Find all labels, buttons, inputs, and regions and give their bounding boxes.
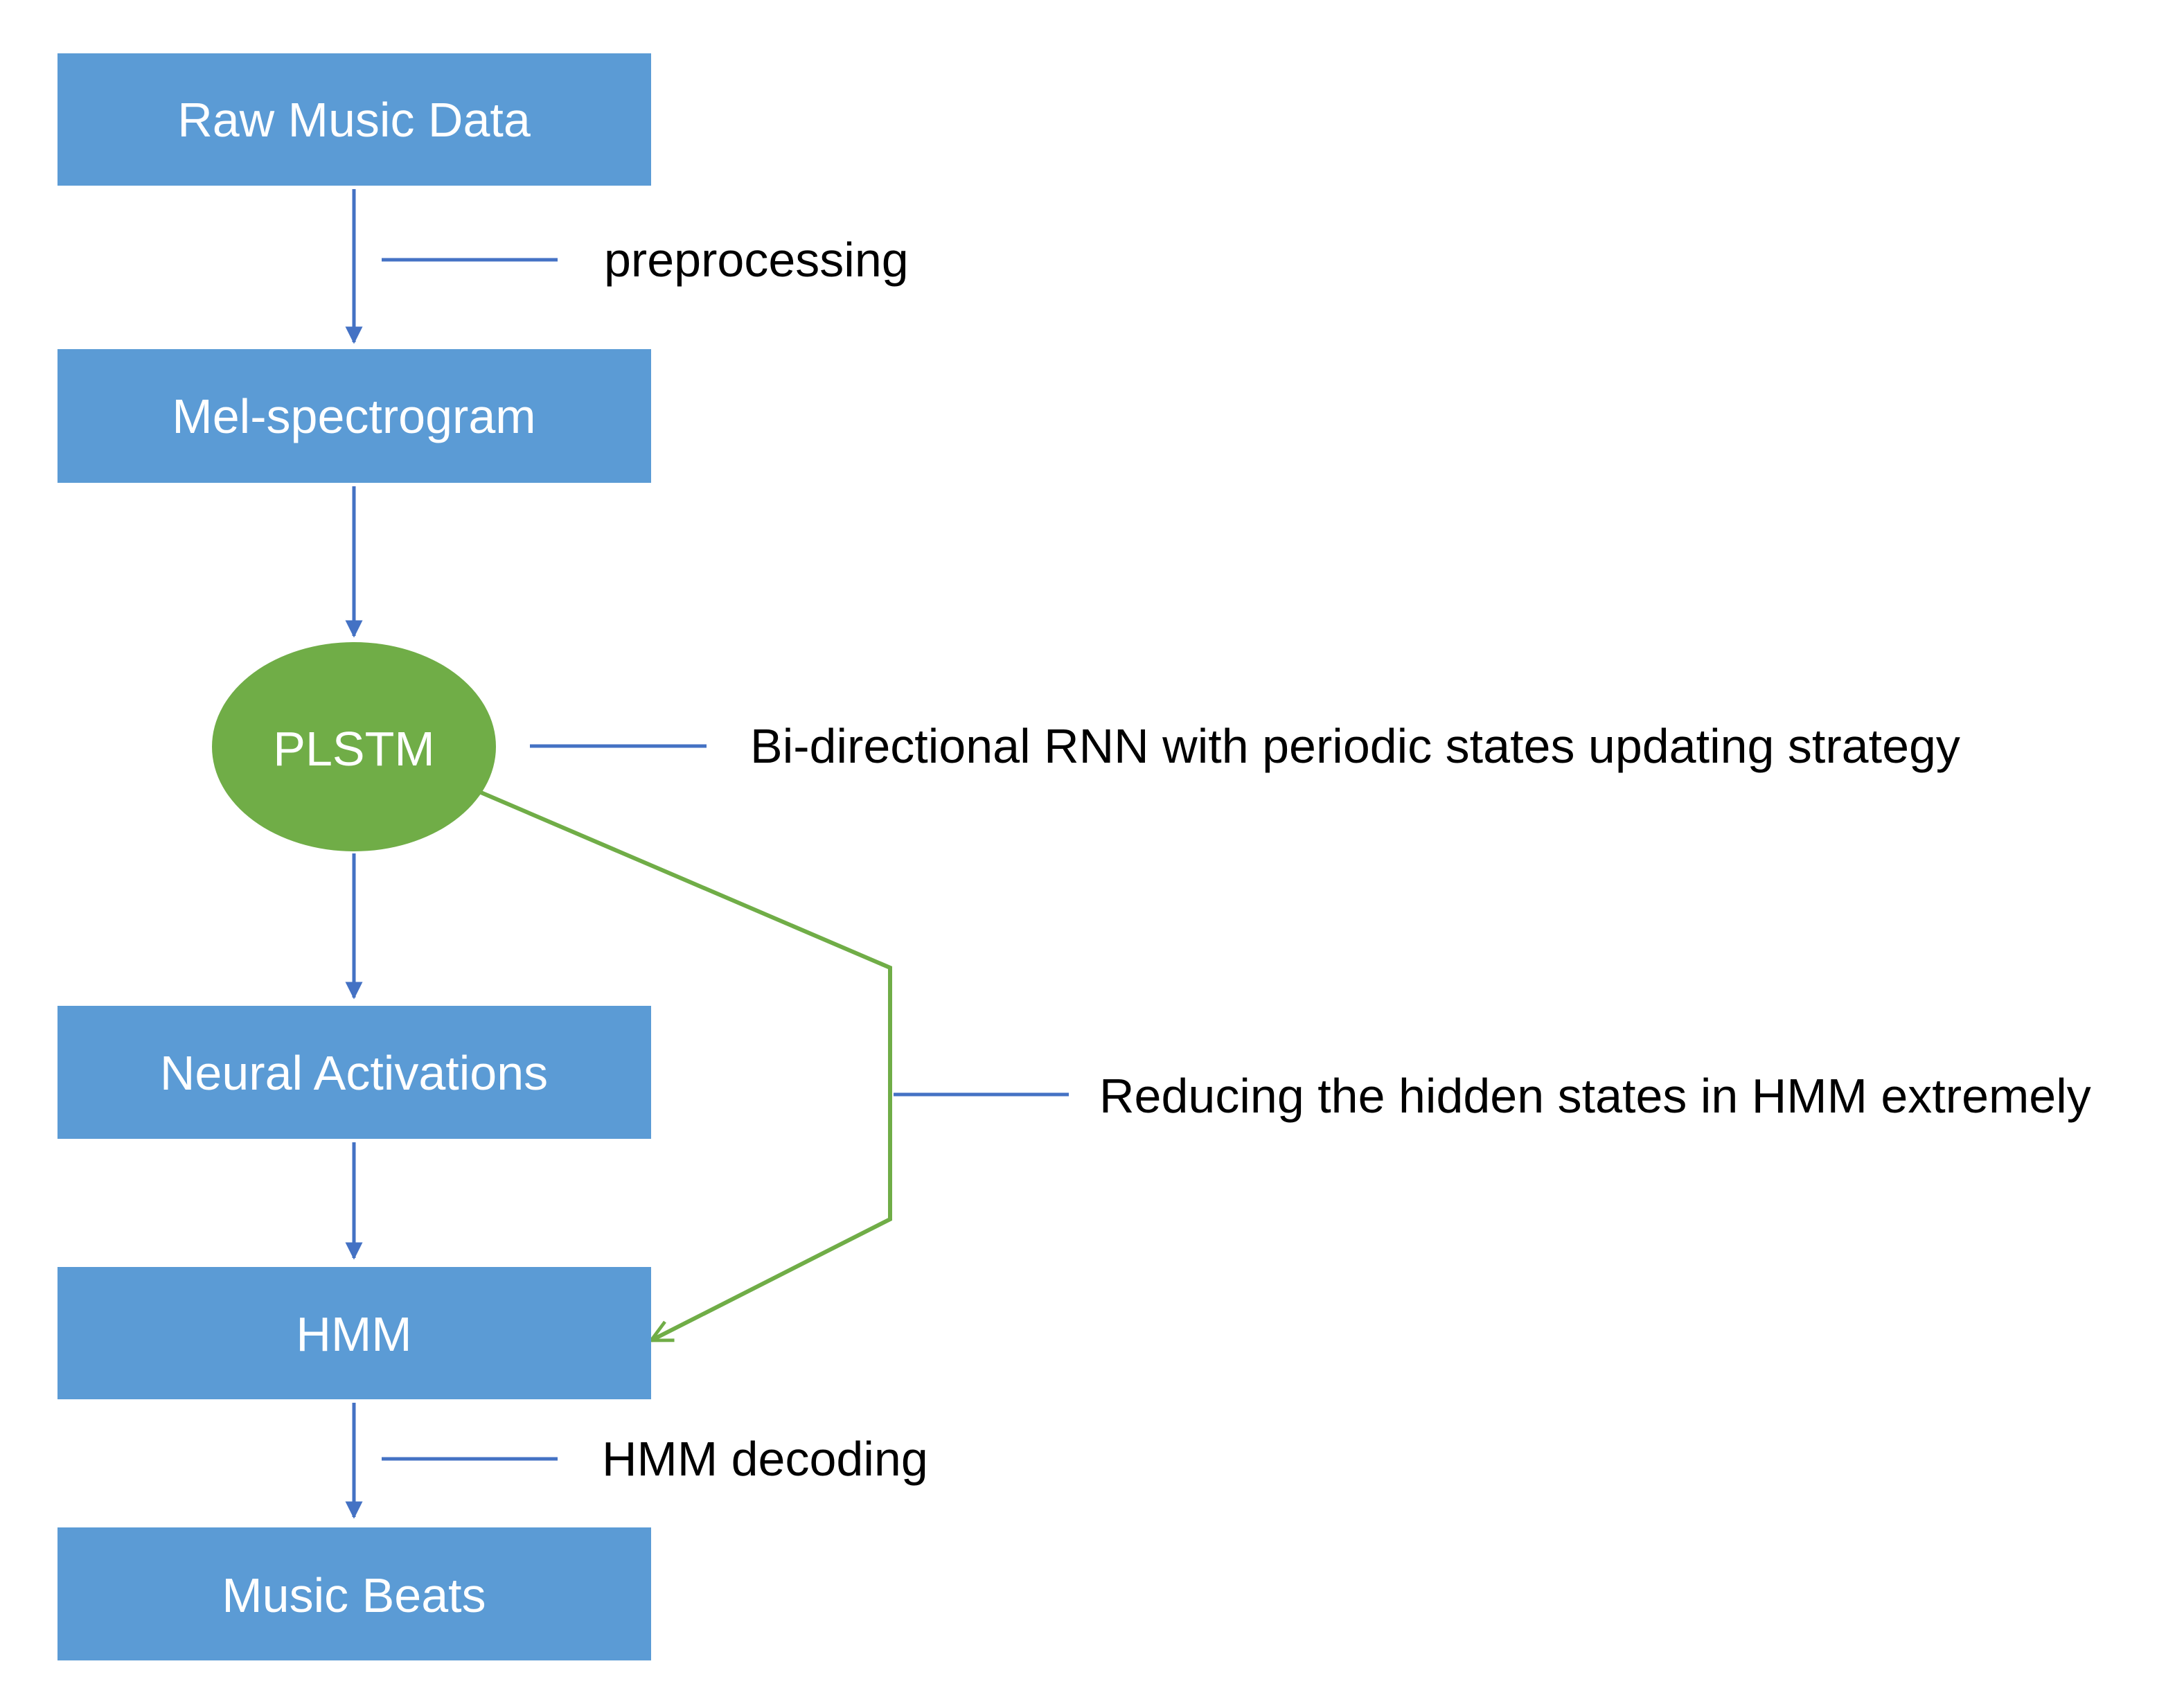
annotation-preprocessing: preprocessing: [604, 233, 909, 287]
node-hmm-label: HMM: [296, 1307, 411, 1361]
node-neural-activations: Neural Activations: [57, 1006, 651, 1139]
arrow-plstm-to-hmm: [478, 790, 892, 1342]
node-mel-spectrogram: Mel-spectrogram: [57, 349, 651, 483]
node-plstm: PLSTM: [212, 642, 496, 851]
node-hmm: HMM: [57, 1267, 651, 1399]
node-music-beats-label: Music Beats: [222, 1568, 486, 1622]
annotation-plstm-desc: Bi-directional RNN with periodic states …: [750, 719, 1960, 773]
node-raw-music-data-label: Raw Music Data: [177, 93, 531, 147]
node-music-beats: Music Beats: [57, 1527, 651, 1660]
annotation-reducing: Reducing the hidden states in HMM extrem…: [1099, 1069, 2091, 1123]
node-neural-activations-label: Neural Activations: [160, 1046, 548, 1100]
node-plstm-label: PLSTM: [273, 722, 434, 776]
node-mel-spectrogram-label: Mel-spectrogram: [172, 389, 535, 443]
annotation-hmm-decoding: HMM decoding: [602, 1432, 928, 1486]
node-raw-music-data: Raw Music Data: [57, 53, 651, 186]
